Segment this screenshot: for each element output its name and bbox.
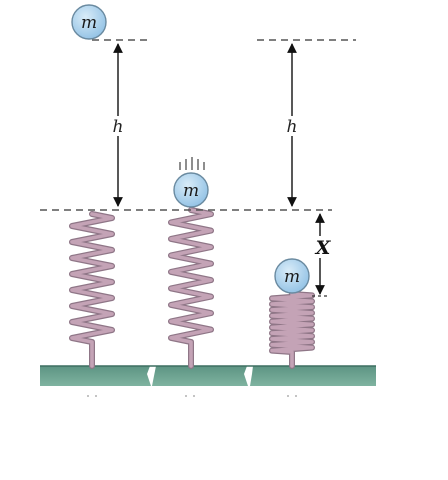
- compression-arrow: [312, 213, 328, 297]
- mass-on-spring: m: [173, 172, 209, 208]
- ground-segment-3: [250, 366, 376, 386]
- spring-compressed-right: [269, 291, 315, 369]
- reference-lines: [40, 39, 356, 211]
- height-label-left: h: [113, 117, 124, 137]
- height-label-right: h: [287, 117, 298, 137]
- ground-segment-1: [40, 366, 151, 386]
- compression-label: X: [315, 237, 332, 259]
- spring-uncompressed-middle: [168, 207, 214, 369]
- ground-dots: [87, 395, 297, 397]
- ground: [40, 365, 376, 386]
- mass-compressed: m: [274, 258, 310, 294]
- mass-top: m: [71, 4, 107, 40]
- svg-text:m: m: [183, 181, 199, 201]
- ground-segment-2: [152, 366, 248, 386]
- spring-uncompressed-left: [69, 211, 115, 369]
- motion-lines: [179, 157, 205, 170]
- svg-text:m: m: [284, 267, 300, 287]
- svg-text:m: m: [81, 13, 97, 33]
